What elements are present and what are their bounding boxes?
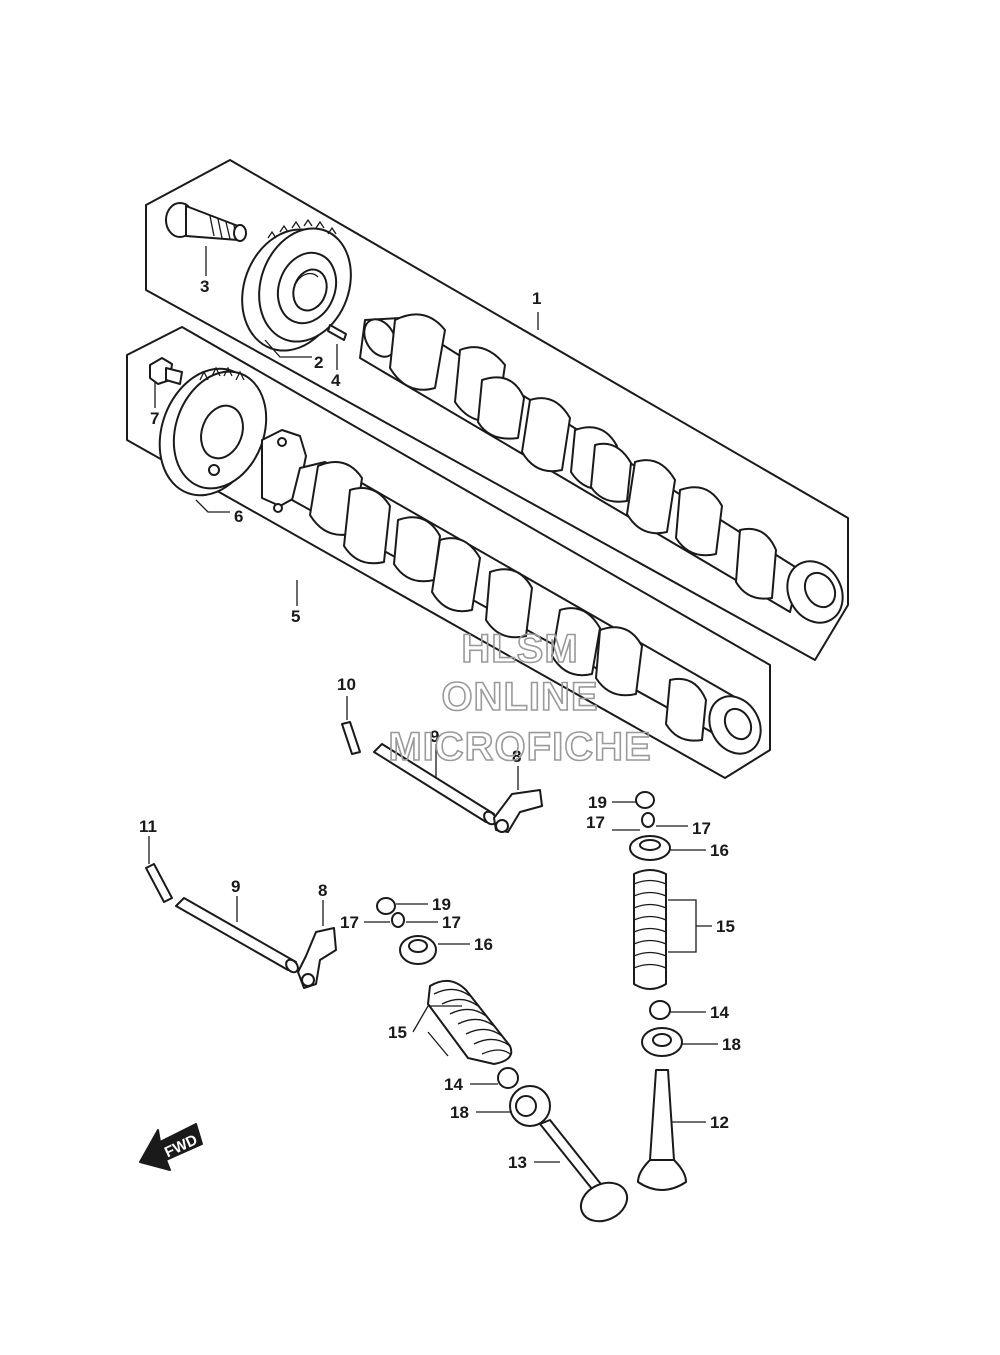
valve-spring-15-right[interactable] xyxy=(633,869,667,990)
callout-17-left-b[interactable]: 17 xyxy=(442,913,461,932)
callout-10[interactable]: 10 xyxy=(337,675,356,694)
callout-3[interactable]: 3 xyxy=(200,277,209,296)
seal-14-right[interactable] xyxy=(649,1000,671,1020)
callout-8-upper[interactable]: 8 xyxy=(512,747,521,766)
callout-9-lower[interactable]: 9 xyxy=(231,877,240,896)
callout-11[interactable]: 11 xyxy=(139,817,157,836)
cam-gear-6[interactable] xyxy=(143,355,282,510)
watermark-line-3: MICROFICHE xyxy=(388,725,651,769)
camshaft-5-box xyxy=(126,326,771,779)
callout-17-left-a[interactable]: 17 xyxy=(340,913,359,932)
callout-18-left[interactable]: 18 xyxy=(450,1103,469,1122)
callout-17-right-a[interactable]: 17 xyxy=(586,813,605,832)
callout-18-right[interactable]: 18 xyxy=(722,1035,741,1054)
valve-spring-15-left[interactable] xyxy=(427,979,513,1065)
callout-4[interactable]: 4 xyxy=(331,371,341,390)
camshaft-5[interactable] xyxy=(261,429,771,763)
callout-7[interactable]: 7 xyxy=(150,409,159,428)
retainer-16-left[interactable] xyxy=(399,935,437,965)
callout-2[interactable]: 2 xyxy=(314,353,323,372)
callout-13[interactable]: 13 xyxy=(508,1153,527,1172)
watermark-line-2: ONLINE xyxy=(441,675,598,719)
pin-11[interactable] xyxy=(145,863,173,903)
callout-8-lower[interactable]: 8 xyxy=(318,881,327,900)
cotter-17-left[interactable] xyxy=(391,912,405,928)
seat-18-left[interactable] xyxy=(509,1085,551,1127)
callout-6[interactable]: 6 xyxy=(234,507,243,526)
callout-19-right[interactable]: 19 xyxy=(588,793,607,812)
callout-14-left[interactable]: 14 xyxy=(444,1075,463,1094)
retainer-16-right[interactable] xyxy=(629,835,671,861)
pin-4[interactable] xyxy=(327,324,347,341)
callout-16-left[interactable]: 16 xyxy=(474,935,493,954)
callout-5[interactable]: 5 xyxy=(291,607,300,626)
callout-14-right[interactable]: 14 xyxy=(710,1003,729,1022)
bolt-7[interactable] xyxy=(149,357,183,385)
callout-17-right-b[interactable]: 17 xyxy=(692,819,711,838)
cotter-17-right[interactable] xyxy=(641,812,655,828)
seat-18-right[interactable] xyxy=(641,1027,683,1057)
camshaft-1[interactable] xyxy=(358,313,854,633)
rocker-shaft-9-lower[interactable] xyxy=(175,897,300,975)
watermark-line-1: HLSM xyxy=(461,627,578,671)
callout-1[interactable]: 1 xyxy=(532,289,541,308)
callout-12[interactable]: 12 xyxy=(710,1113,729,1132)
callout-15-left[interactable]: 15 xyxy=(388,1023,407,1042)
cam-gear-2[interactable] xyxy=(226,215,366,364)
pin-10[interactable] xyxy=(341,721,361,755)
bolt-3[interactable] xyxy=(165,202,247,242)
fwd-arrow: FWD xyxy=(139,1123,203,1171)
callout-16-right[interactable]: 16 xyxy=(710,841,729,860)
rocker-arm-8-lower[interactable] xyxy=(297,927,337,989)
leader-lines xyxy=(148,246,718,1163)
callout-19-left[interactable]: 19 xyxy=(432,895,451,914)
seal-14-left[interactable] xyxy=(497,1067,519,1089)
callout-15-right[interactable]: 15 xyxy=(716,917,735,936)
valve-13[interactable] xyxy=(539,1119,633,1228)
cotter-19-left[interactable] xyxy=(376,897,396,915)
camshaft-1-box xyxy=(145,159,849,661)
rocker-arm-8-upper[interactable] xyxy=(493,789,543,833)
watermark: HLSM ONLINE MICROFICHE xyxy=(388,626,652,770)
valve-12[interactable] xyxy=(637,1069,687,1191)
callout-9-upper[interactable]: 9 xyxy=(430,727,439,746)
callout-labels: 1 2 3 4 5 6 7 8 8 9 9 10 11 12 13 14 14 … xyxy=(139,277,741,1172)
cotter-19-right[interactable] xyxy=(635,791,655,809)
